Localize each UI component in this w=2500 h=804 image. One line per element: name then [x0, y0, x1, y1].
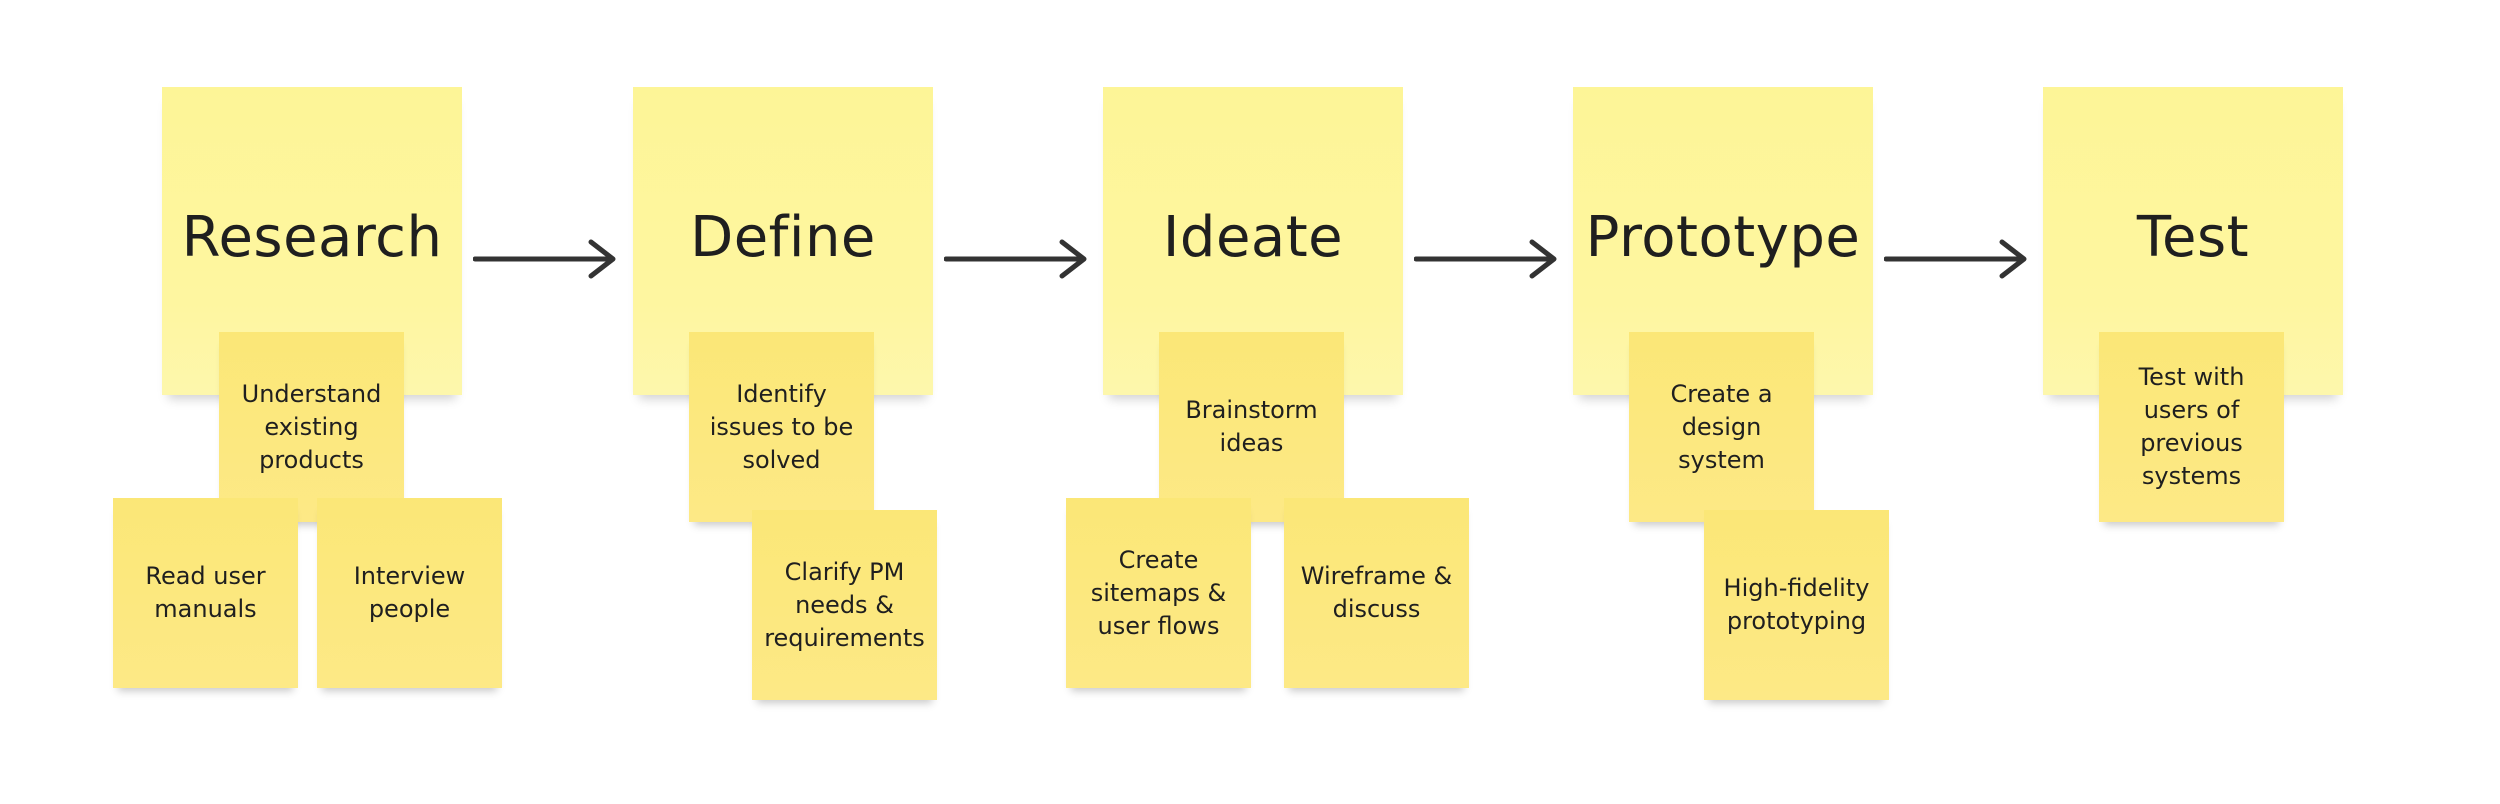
task-note-test-users[interactable]: Test with users of previous systems — [2099, 332, 2284, 522]
task-label: Brainstorm ideas — [1185, 396, 1318, 457]
task-note-wireframe[interactable]: Wireframe & discuss — [1284, 498, 1469, 688]
task-note-design-system[interactable]: Create a design system — [1629, 332, 1814, 522]
task-label: High-fidelity prototyping — [1723, 574, 1870, 635]
task-label: Create a design system — [1670, 379, 1773, 474]
stage-title: Research — [181, 204, 443, 270]
task-note-high-fidelity[interactable]: High-fidelity prototyping — [1704, 510, 1889, 700]
arrow-icon — [944, 239, 1087, 279]
task-note-read-manuals[interactable]: Read user manuals — [113, 498, 298, 688]
task-note-clarify-pm[interactable]: Clarify PM needs & requirements — [752, 510, 937, 700]
task-note-interview-people[interactable]: Interview people — [317, 498, 502, 688]
task-label: Interview people — [353, 562, 466, 623]
arrow-icon — [1884, 239, 2027, 279]
task-label: Create sitemaps & user flows — [1090, 545, 1227, 640]
stage-note-prototype[interactable]: Prototype — [1573, 87, 1873, 395]
task-label: Identify issues to be solved — [709, 379, 854, 474]
stage-title: Define — [690, 204, 876, 270]
task-label: Wireframe & discuss — [1300, 562, 1453, 623]
stage-title: Ideate — [1162, 204, 1344, 270]
stage-title: Test — [2136, 204, 2250, 270]
arrow-icon — [1414, 239, 1557, 279]
task-label: Test with users of previous systems — [2138, 363, 2245, 490]
task-note-sitemaps[interactable]: Create sitemaps & user flows — [1066, 498, 1251, 688]
stage-note-test[interactable]: Test — [2043, 87, 2343, 395]
task-note-understand-products[interactable]: Understand existing products — [219, 332, 404, 522]
task-label: Clarify PM needs & requirements — [764, 557, 925, 652]
task-label: Read user manuals — [145, 562, 266, 623]
task-note-identify-issues[interactable]: Identify issues to be solved — [689, 332, 874, 522]
arrow-icon — [473, 239, 616, 279]
task-label: Understand existing products — [241, 379, 382, 474]
task-note-brainstorm[interactable]: Brainstorm ideas — [1159, 332, 1344, 522]
stage-title: Prototype — [1585, 204, 1861, 270]
